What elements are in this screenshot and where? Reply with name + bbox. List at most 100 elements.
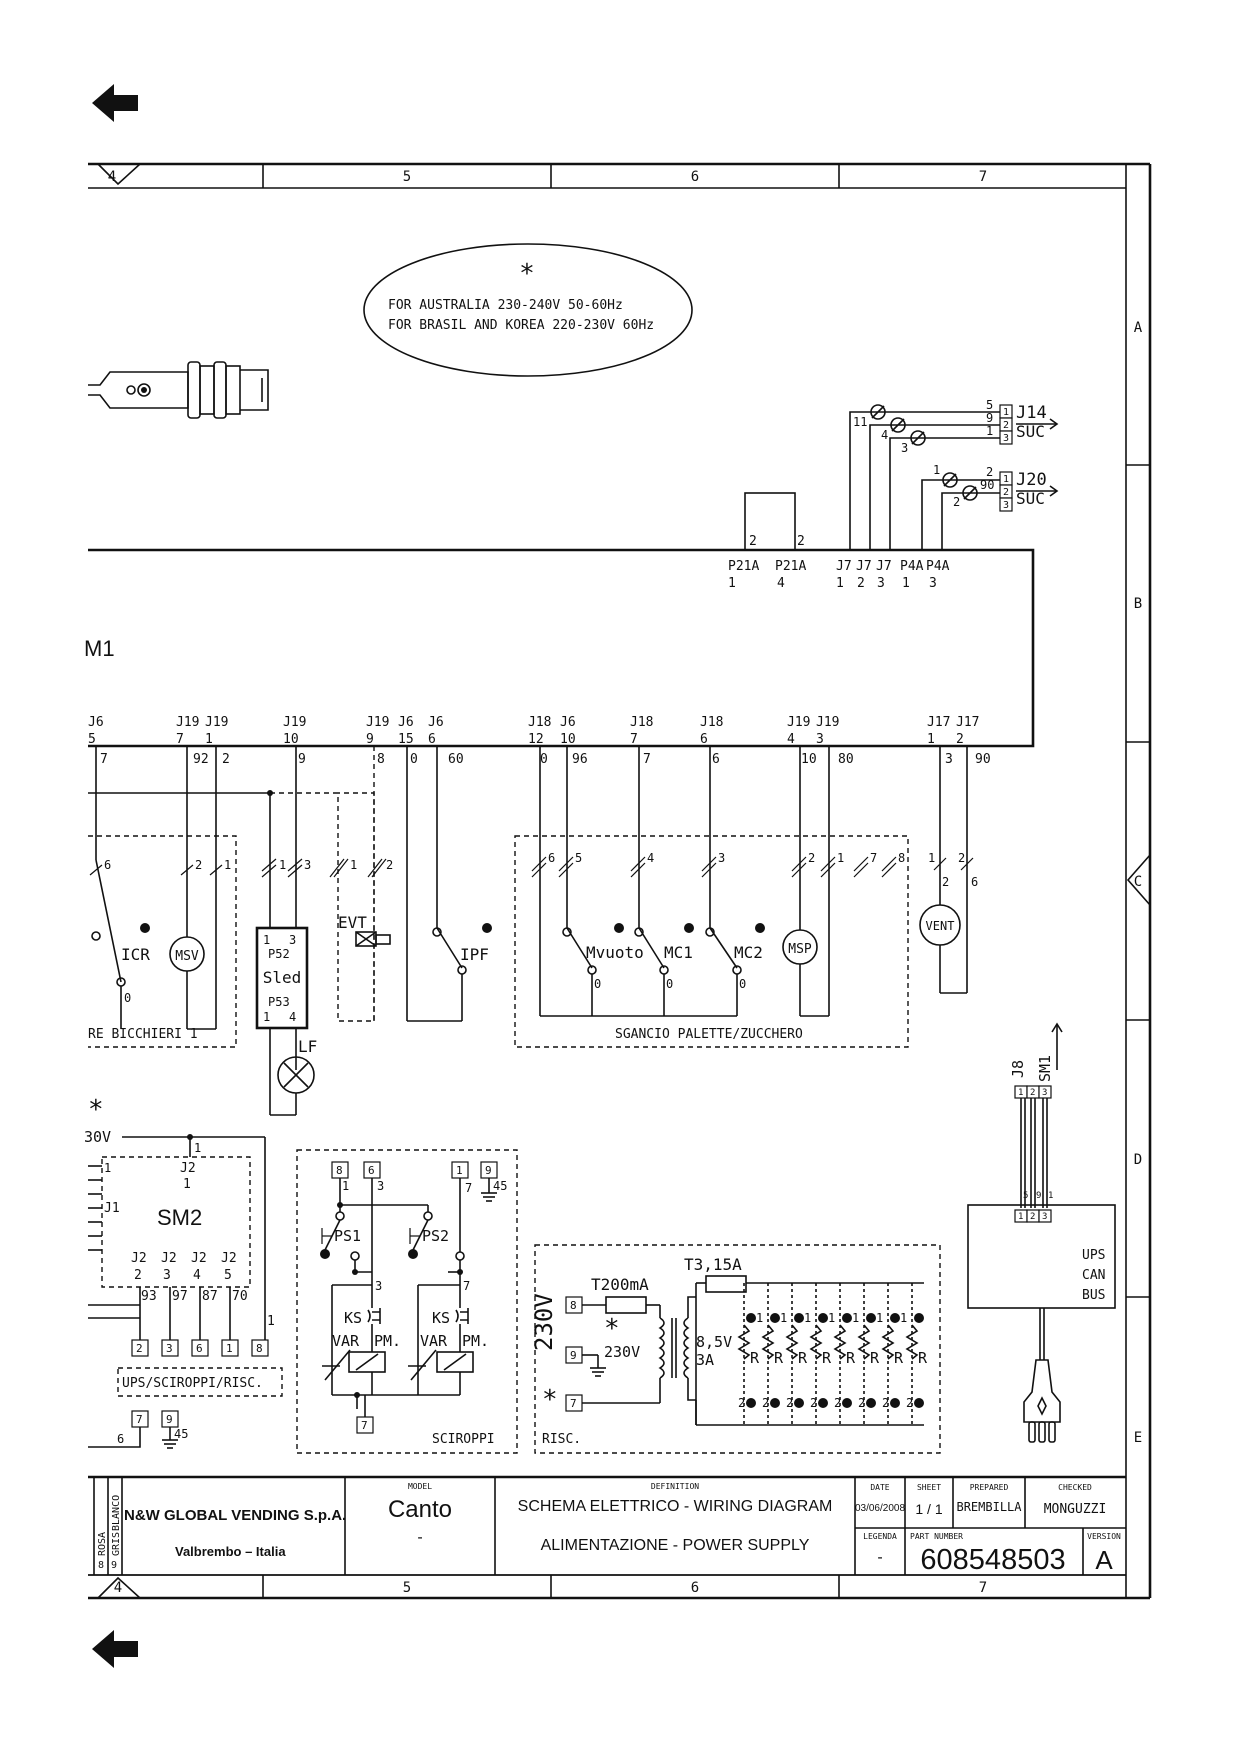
wire-number: 3 (375, 1279, 382, 1293)
sm2-group: * 30V 1 J2 1 SM2 1 J1 J2 J2 J2 J2 2 3 4 (84, 1095, 283, 1449)
wire-number: 2 (749, 534, 757, 549)
connector-sub: SUC (1016, 489, 1045, 508)
company-name: N&W GLOBAL VENDING S.p.A. (124, 1507, 346, 1524)
connector-plug-icon (88, 361, 269, 419)
heater-voltage: 230V (530, 1293, 558, 1351)
fuse-label: T3,15A (684, 1255, 742, 1274)
resistor-pin: 2 (786, 1396, 793, 1410)
pin-number: 1 (1003, 474, 1009, 485)
group-risc: RISC. 230V * 8 9 7 T200mA * 230V (530, 1244, 941, 1454)
evt-label: EVT (338, 913, 367, 932)
resistor-label: R (822, 1349, 832, 1367)
wire-number: 10 (801, 752, 817, 767)
pin-number: 1 (836, 576, 844, 591)
pin-number: 10 (560, 732, 576, 747)
back-arrow-icon-bottom[interactable] (92, 1630, 138, 1668)
title-block: ROSA GRIS BLANCO 8 9 N&W GLOBAL VENDING … (88, 1475, 1126, 1576)
part-number: 608548503 (920, 1544, 1065, 1576)
terminal-number: 8 (570, 1299, 577, 1312)
sled-label: Sled (263, 968, 302, 987)
wire-number: 5 (1023, 1191, 1028, 1201)
wire-number: 1 (267, 1314, 275, 1329)
legend-label: LEGENDA (863, 1532, 897, 1541)
side-label: BLANCO (111, 1495, 122, 1531)
sm2-label: SM2 (157, 1205, 202, 1230)
mvuoto-label: Mvuoto (586, 943, 644, 962)
group-label: SGANCIO PALETTE/ZUCCHERO (615, 1027, 803, 1042)
pin-number: 1 (902, 576, 910, 591)
wire-number: 2 (808, 851, 815, 865)
side-label: GRIS (111, 1532, 122, 1556)
sm2-j2: J2 (131, 1251, 147, 1266)
wire-number: 4 (647, 851, 654, 865)
board-bottom-pins: J6 5 J19 7 J19 1 J19 10 J19 9 J6 15 J6 6… (88, 715, 979, 747)
note-star: * (88, 1095, 104, 1125)
resistor-pin: 2 (906, 1396, 913, 1410)
sm1-label: SM1 (1036, 1055, 1054, 1082)
sm2-voltage: 30V (84, 1128, 111, 1146)
var-label: VAR (420, 1332, 448, 1350)
pin-number: 1 (1018, 1212, 1023, 1222)
pin-connector: J18 (700, 715, 723, 730)
wire-number: 5 (575, 851, 582, 865)
note-line-1: FOR AUSTRALIA 230-240V 50-60Hz (388, 298, 623, 313)
pin-number: 5 (88, 732, 96, 747)
sled-group: 1 3 P52 P53 1 4 Sled LF 1 3 (88, 746, 375, 1116)
wire-number: 2 (942, 875, 949, 889)
pin-connector: P21A (728, 559, 759, 574)
pin-number: 7 (630, 732, 638, 747)
wire-number: 6 (548, 851, 555, 865)
note-star: * (542, 1385, 558, 1415)
wire-number: 3 (945, 752, 953, 767)
pin-number: 3 (1003, 433, 1009, 444)
pin-connector: J19 (366, 715, 389, 730)
pin-number: 2 (1003, 487, 1009, 498)
sheet-label: SHEET (917, 1483, 941, 1492)
col-label-top: 6 (691, 169, 699, 185)
resistor-pin: 1 (804, 1311, 811, 1325)
terminal-number: 8 (256, 1342, 263, 1355)
resistor-pin: 2 (762, 1396, 769, 1410)
pin-connector: J17 (927, 715, 950, 730)
company-city: Valbrembo – Italia (175, 1544, 286, 1559)
terminal-number: 1 (456, 1164, 463, 1177)
wire-number: 3 (901, 441, 908, 455)
pin-connector: J18 (528, 715, 551, 730)
evt-group: 1 2 EVT (329, 746, 393, 1021)
terminal-number: 7 (570, 1397, 577, 1410)
back-arrow-icon[interactable] (92, 84, 138, 122)
resistor-label: R (894, 1349, 904, 1367)
wire-number: 1 (279, 858, 286, 872)
pin-connector: J7 (876, 559, 892, 574)
resistor-pin: 1 (852, 1311, 859, 1325)
pin-connector: J7 (836, 559, 852, 574)
sm2-j2: J2 (221, 1251, 237, 1266)
part-number-label: PART NUMBER (910, 1532, 963, 1541)
pin-number: 4 (777, 576, 785, 591)
pin-connector: J18 (630, 715, 653, 730)
vent-group: VENT 1 2 2 6 (919, 746, 978, 994)
pin-number: 1 (927, 732, 935, 747)
mc1-label: MC1 (664, 943, 693, 962)
wire-number: 3 (304, 858, 311, 872)
wire-number: 5 (986, 398, 993, 412)
pin-connector: J6 (88, 715, 104, 730)
checked-label: CHECKED (1058, 1483, 1092, 1492)
primary-voltage: 230V (604, 1343, 640, 1361)
resistor-pin: 1 (828, 1311, 835, 1325)
fuse-label: T200mA (591, 1275, 649, 1294)
side-label: ROSA (97, 1532, 108, 1556)
ups-group: J8 SM1 1 2 3 5 9 1 1 (967, 1022, 1116, 1443)
wire-number: 1 (350, 858, 357, 872)
j8-label: J8 (1009, 1060, 1027, 1078)
pin-number: 10 (283, 732, 299, 747)
prepared-value: BREMBILLA (956, 1500, 1022, 1514)
wire-number: 7 (465, 1181, 472, 1195)
ps2-label: PS2 (422, 1227, 449, 1245)
wire-number: 1 (1048, 1191, 1053, 1201)
sm2-j2: J2 (161, 1251, 177, 1266)
pin-number: 1 (194, 1141, 201, 1155)
wire-number: 2 (222, 752, 230, 767)
resistor-label: R (918, 1349, 928, 1367)
date-label: DATE (870, 1483, 889, 1492)
